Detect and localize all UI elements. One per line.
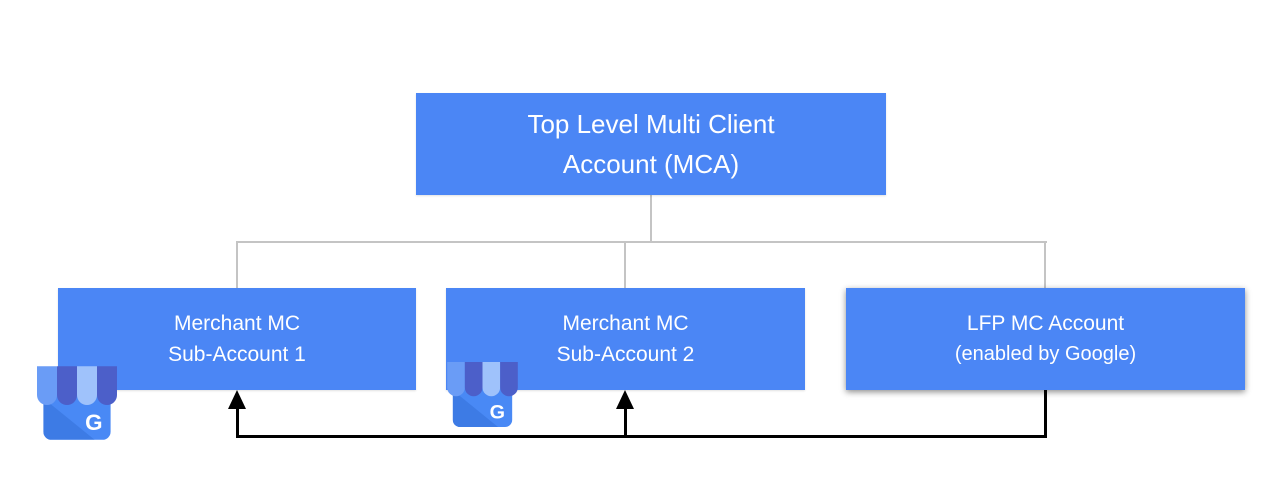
google-business-storefront-icon: G — [447, 362, 518, 427]
store-g-letter: G — [85, 410, 102, 435]
node-top-level-mca-line2: Account (MCA) — [562, 149, 740, 179]
node-merchant-sub-account-2: Merchant MC Sub-Account 2 — [446, 288, 805, 390]
store-awning — [447, 362, 518, 397]
node-lfp-mc-account: LFP MC Account (enabled by Google) — [846, 288, 1245, 390]
node-merchant-sub-account-1: Merchant MC Sub-Account 1 — [58, 288, 416, 390]
node-top-level-mca-line1: Top Level Multi Client — [527, 109, 775, 139]
feed-connector-horizontal-bar — [236, 435, 1047, 438]
arrow-up-icon-sub2 — [616, 390, 634, 409]
node-sub2-line2: Sub-Account 2 — [556, 343, 695, 366]
store-body-shade — [43, 398, 95, 440]
store-awning — [37, 366, 117, 405]
node-lfp-line1: LFP MC Account — [966, 312, 1125, 335]
node-sub2-line1: Merchant MC — [562, 312, 689, 335]
feed-connector-up-sub2 — [624, 407, 627, 435]
feed-connector-up-sub1 — [236, 407, 239, 435]
google-business-storefront-icon: G — [37, 366, 117, 440]
tree-connector-drop-lfp — [1044, 241, 1046, 288]
tree-connector-root-stem — [650, 195, 652, 241]
store-g-letter: G — [490, 402, 505, 424]
node-sub1-line2: Sub-Account 1 — [168, 343, 306, 366]
node-lfp-line2: (enabled by Google) — [954, 343, 1137, 365]
node-top-level-mca: Top Level Multi Client Account (MCA) — [416, 93, 886, 195]
feed-connector-lfp-stem — [1044, 390, 1047, 438]
tree-connector-horizontal-bar — [236, 241, 1047, 243]
arrow-up-icon-sub1 — [228, 390, 246, 409]
tree-connector-drop-sub1 — [236, 241, 238, 288]
tree-connector-drop-sub2 — [624, 241, 626, 288]
node-sub1-line1: Merchant MC — [173, 312, 301, 335]
